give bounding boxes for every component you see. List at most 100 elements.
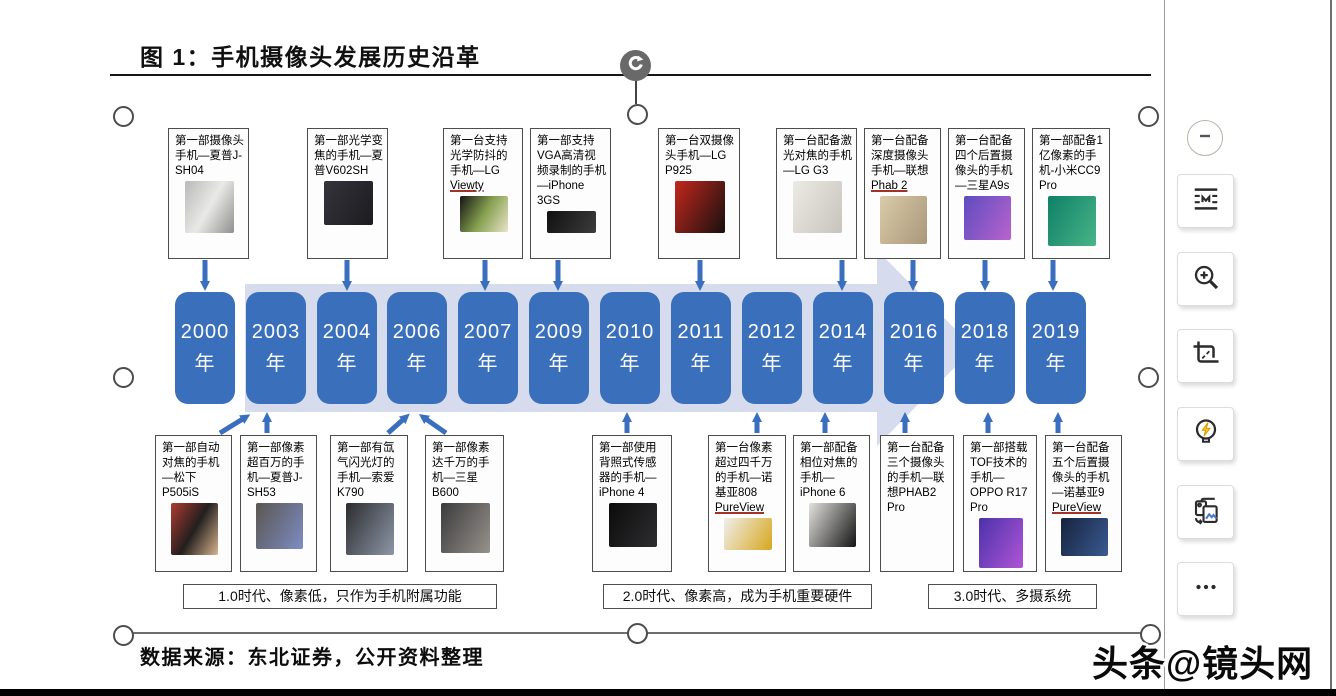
phone-photo <box>978 517 1024 568</box>
year-label: 2011 <box>677 320 725 343</box>
crop-icon <box>1191 339 1221 374</box>
selection-handle-top-right[interactable] <box>1138 106 1159 127</box>
figure-title: 图 1：手机摄像头发展历史沿革 <box>140 44 481 70</box>
milestone-text: 第一部有氙气闪光灯的手机—索爱K790 <box>337 442 395 499</box>
phone-photo <box>441 502 490 553</box>
year-suffix: 年 <box>477 352 499 375</box>
milestone-box-bottom: 第一部像素达千万的手机—三星B600 <box>425 435 504 572</box>
phone-photo <box>346 502 394 555</box>
milestone-box-bottom: 第一部有氙气闪光灯的手机—索爱K790 <box>330 435 408 572</box>
year-suffix: 年 <box>761 352 783 375</box>
milestone-text: 第一台配备四个后置摄像头的手机—三星A9s <box>955 135 1013 192</box>
phone-photo <box>323 180 374 225</box>
milestone-box-bottom: 第一台像素超过四千万的手机—诺基亚808 PureView <box>708 435 786 572</box>
milestone-box-top: 第一台配备深度摄像头手机—联想Phab 2 <box>864 128 941 259</box>
milestone-box-bottom: 第一部自动对焦的手机—松下P505iS <box>155 435 232 572</box>
milestone-box-top: 第一台配备四个后置摄像头的手机—三星A9s <box>948 128 1025 259</box>
milestone-text: 第一部配备1亿像素的手机-小米CC9 Pro <box>1039 135 1103 192</box>
year-label: 2014 <box>818 320 868 343</box>
phone-photo <box>256 502 303 549</box>
year-suffix: 年 <box>690 352 712 375</box>
milestone-box-top: 第一台支持光学防抖的手机—LG Viewty <box>443 128 523 259</box>
year-box: 2018 年 <box>955 292 1015 404</box>
phone-photo <box>964 195 1011 240</box>
phone-photo <box>792 180 843 233</box>
year-label: 2007 <box>463 320 513 343</box>
selection-handle-top-center[interactable] <box>627 104 648 125</box>
milestone-text: 第一台配备五个后置摄像头的手机—诺基亚9 PureView <box>1052 442 1110 514</box>
milestone-box-top: 第一部支持VGA高清视频录制的手机—iPhone 3GS <box>530 128 611 259</box>
year-suffix: 年 <box>619 352 641 375</box>
year-label: 2018 <box>960 320 1010 343</box>
milestone-text: 第一台双摄像头手机—LG P925 <box>665 135 734 177</box>
year-label: 2004 <box>322 320 372 343</box>
year-label: 2006 <box>392 320 442 343</box>
selection-handle-bottom-left[interactable] <box>113 625 134 646</box>
selection-handle-top-left[interactable] <box>113 106 134 127</box>
year-label: 2003 <box>251 320 301 343</box>
year-box: 2006 年 <box>387 292 447 404</box>
selection-handle-mid-left[interactable] <box>113 367 134 388</box>
phone-photo <box>1061 517 1108 556</box>
year-suffix: 年 <box>548 352 570 375</box>
milestone-text: 第一部光学变焦的手机—夏普V602SH <box>314 135 383 177</box>
milestone-text: 第一部配备相位对焦的手机—iPhone 6 <box>800 442 858 499</box>
milestone-box-bottom: 第一部像素超百万的手机—夏普J-SH53 <box>240 435 317 572</box>
phone-photo <box>1048 195 1096 246</box>
milestone-text: 第一台配备三个摄像头的手机—联想PHAB2 Pro <box>887 442 945 514</box>
collapse-minus-icon <box>1196 127 1214 150</box>
replace-image-button[interactable] <box>1177 485 1234 539</box>
milestone-box-top: 第一台双摄像头手机—LG P925 <box>658 128 740 259</box>
year-box: 2007 年 <box>458 292 518 404</box>
replace-image-icon <box>1191 495 1221 530</box>
milestone-box-bottom: 第一部配备相位对焦的手机—iPhone 6 <box>793 435 870 572</box>
milestone-text: 第一台配备深度摄像头手机—联想Phab 2 <box>871 135 929 192</box>
milestone-box-top: 第一部摄像头手机—夏普J-SH04 <box>168 128 249 259</box>
year-label: 2012 <box>747 320 797 343</box>
year-box: 2010 年 <box>600 292 660 404</box>
year-suffix: 年 <box>903 352 925 375</box>
year-label: 2010 <box>605 320 655 343</box>
year-suffix: 年 <box>194 352 216 375</box>
milestone-text: 第一部像素超百万的手机—夏普J-SH53 <box>247 442 305 499</box>
year-suffix: 年 <box>1045 352 1067 375</box>
phone-photo <box>459 195 509 232</box>
collapse-toolbar-button[interactable] <box>1187 120 1223 156</box>
selection-handle-bottom-center[interactable] <box>627 623 648 644</box>
zoom-in-button[interactable] <box>1177 252 1234 306</box>
year-suffix: 年 <box>832 352 854 375</box>
year-box: 2014 年 <box>813 292 873 404</box>
more-ellipsis-icon <box>1191 572 1221 607</box>
year-suffix: 年 <box>406 352 428 375</box>
milestone-text: 第一部像素达千万的手机—三星B600 <box>432 442 490 499</box>
more-options-button[interactable] <box>1177 562 1234 616</box>
text-wrap-button[interactable] <box>1177 174 1234 228</box>
rotate-handle[interactable] <box>620 50 651 81</box>
era-label: 2.0时代、像素高，成为手机重要硬件 <box>603 584 872 609</box>
milestone-box-bottom: 第一台配备五个后置摄像头的手机—诺基亚9 PureView <box>1045 435 1122 572</box>
selection-handle-mid-right[interactable] <box>1138 367 1159 388</box>
year-box: 2011 年 <box>671 292 731 404</box>
year-suffix: 年 <box>974 352 996 375</box>
crop-button[interactable] <box>1177 329 1234 383</box>
milestone-text: 第一台像素超过四千万的手机—诺基亚808 PureView <box>715 442 773 514</box>
watermark: 头条@镜头网 <box>1092 643 1314 684</box>
selection-handle-bottom-right[interactable] <box>1140 624 1161 645</box>
phone-photo <box>184 180 235 233</box>
milestone-box-bottom: 第一台配备三个摄像头的手机—联想PHAB2 Pro <box>880 435 954 572</box>
beautify-button[interactable] <box>1177 407 1234 461</box>
rotate-handle-stem <box>635 80 637 104</box>
rotate-icon <box>626 53 646 78</box>
milestone-box-bottom: 第一部搭载TOF技术的手机—OPPO R17 Pro <box>963 435 1037 572</box>
milestone-text: 第一台支持光学防抖的手机—LG Viewty <box>450 135 508 192</box>
milestone-text: 第一部支持VGA高清视频录制的手机—iPhone 3GS <box>537 135 606 207</box>
zoom-in-icon <box>1191 262 1221 297</box>
